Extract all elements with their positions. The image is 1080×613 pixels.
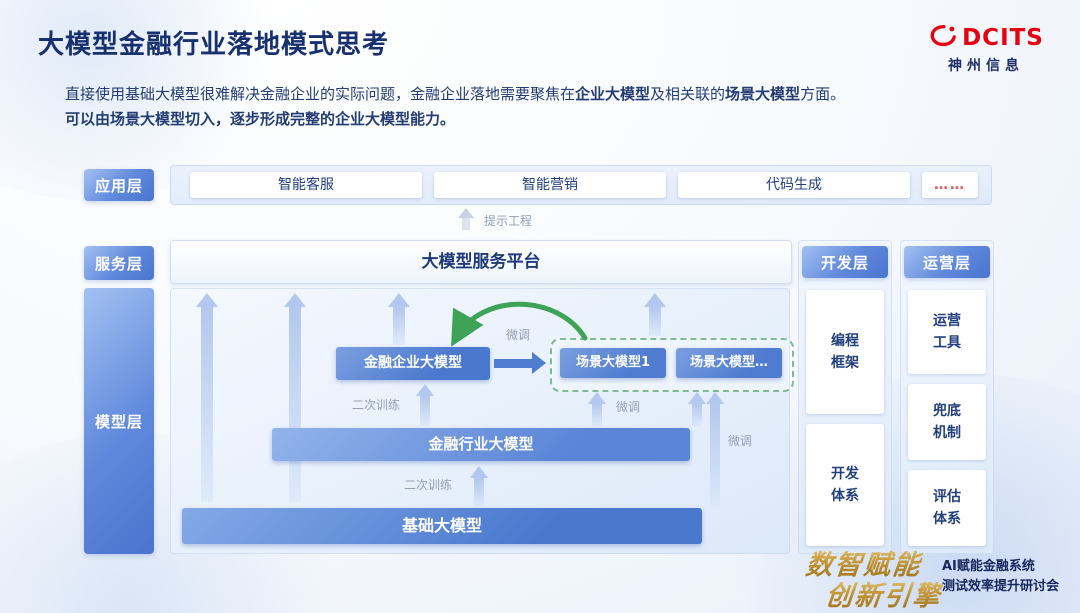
intro-segment: 直接使用基础大模型很难解决金融企业的实际问题，金融企业落地需要聚焦在	[65, 85, 576, 103]
up-arrow-base-to-industry	[470, 466, 488, 506]
logo-company-text: 神州信息	[948, 58, 1024, 74]
event-line-2: 测试效率提升研讨会	[942, 579, 1060, 594]
up-arrow-base-to-service-2	[284, 293, 306, 502]
base-model-box: 基础大模型	[182, 508, 702, 544]
intro-segment-bold: 场景大模型	[725, 85, 801, 103]
label-model-layer: 模型层	[84, 288, 154, 554]
page-title: 大模型金融行业落地模式思考	[38, 30, 390, 60]
intro-text: 直接使用基础大模型很难解决金融企业的实际问题，金融企业落地需要聚焦在企业大模型及…	[65, 82, 1020, 131]
industry-model-box: 金融行业大模型	[272, 428, 690, 461]
ops-box-operation-tools: 运营 工具	[908, 290, 986, 374]
up-arrow-scenario-to-service	[644, 293, 666, 336]
company-logo: DCITS 神州信息	[920, 22, 1052, 75]
up-arrow-base-to-scenario	[706, 392, 724, 506]
right-arrow-head	[532, 352, 546, 374]
intro-line-2: 可以由场景大模型切入，逐步形成完整的企业大模型能力。	[65, 110, 456, 128]
finetune-label-arc: 微调	[506, 328, 531, 342]
app-box-customer-service: 智能客服	[190, 172, 422, 198]
up-arrow-base-to-service-1	[196, 293, 218, 502]
app-box-more: ……	[922, 172, 978, 198]
app-box-marketing: 智能营销	[434, 172, 666, 198]
dev-box-programming-framework: 编程 框架	[806, 290, 884, 414]
label-development-layer: 开发层	[802, 246, 888, 278]
enterprise-model-box: 金融企业大模型	[336, 347, 490, 380]
service-platform-box: 大模型服务平台	[170, 240, 792, 284]
label-service-layer: 服务层	[84, 246, 154, 280]
event-title: AI赋能金融系统 测试效率提升研讨会	[942, 557, 1059, 597]
up-arrow-industry-to-scenario-2	[688, 392, 706, 426]
right-arrow-enterprise-to-scenario	[494, 359, 532, 368]
up-arrow-industry-to-enterprise	[416, 384, 434, 426]
dcits-swoosh-icon	[928, 22, 958, 54]
label-operation-layer: 运营层	[904, 246, 990, 278]
scenario-model-1-box: 场景大模型1	[560, 348, 666, 378]
event-line-1: AI赋能金融系统	[942, 559, 1035, 574]
finetune-label-3: 微调	[728, 434, 753, 448]
intro-segment-bold: 企业大模型	[575, 85, 651, 103]
intro-segment: 及相关联的	[650, 85, 726, 103]
app-box-code-generation: 代码生成	[678, 172, 910, 198]
ops-box-fallback-mechanism: 兜底 机制	[908, 384, 986, 460]
intro-line-1: 直接使用基础大模型很难解决金融企业的实际问题，金融企业落地需要聚焦在企业大模型及…	[65, 82, 1020, 106]
label-application-layer: 应用层	[84, 169, 154, 201]
up-arrow-industry-to-scenario-1	[588, 392, 606, 426]
retrain-label-1: 二次训练	[352, 398, 401, 412]
intro-segment: 方面。	[800, 85, 846, 103]
ops-box-evaluation-system: 评估 体系	[908, 470, 986, 546]
up-arrow-enterprise-to-service	[388, 293, 410, 345]
logo-brand-text: DCITS	[962, 25, 1044, 51]
finetune-label-2: 微调	[616, 400, 641, 414]
retrain-label-2: 二次训练	[404, 478, 453, 492]
slogan-line-2: 创新引擎	[824, 574, 944, 613]
scenario-model-more-box: 场景大模型…	[676, 348, 782, 378]
dev-box-development-system: 开发 体系	[806, 424, 884, 546]
prompt-engineering-arrow-icon	[458, 208, 474, 230]
prompt-engineering-label: 提示工程	[484, 214, 533, 228]
